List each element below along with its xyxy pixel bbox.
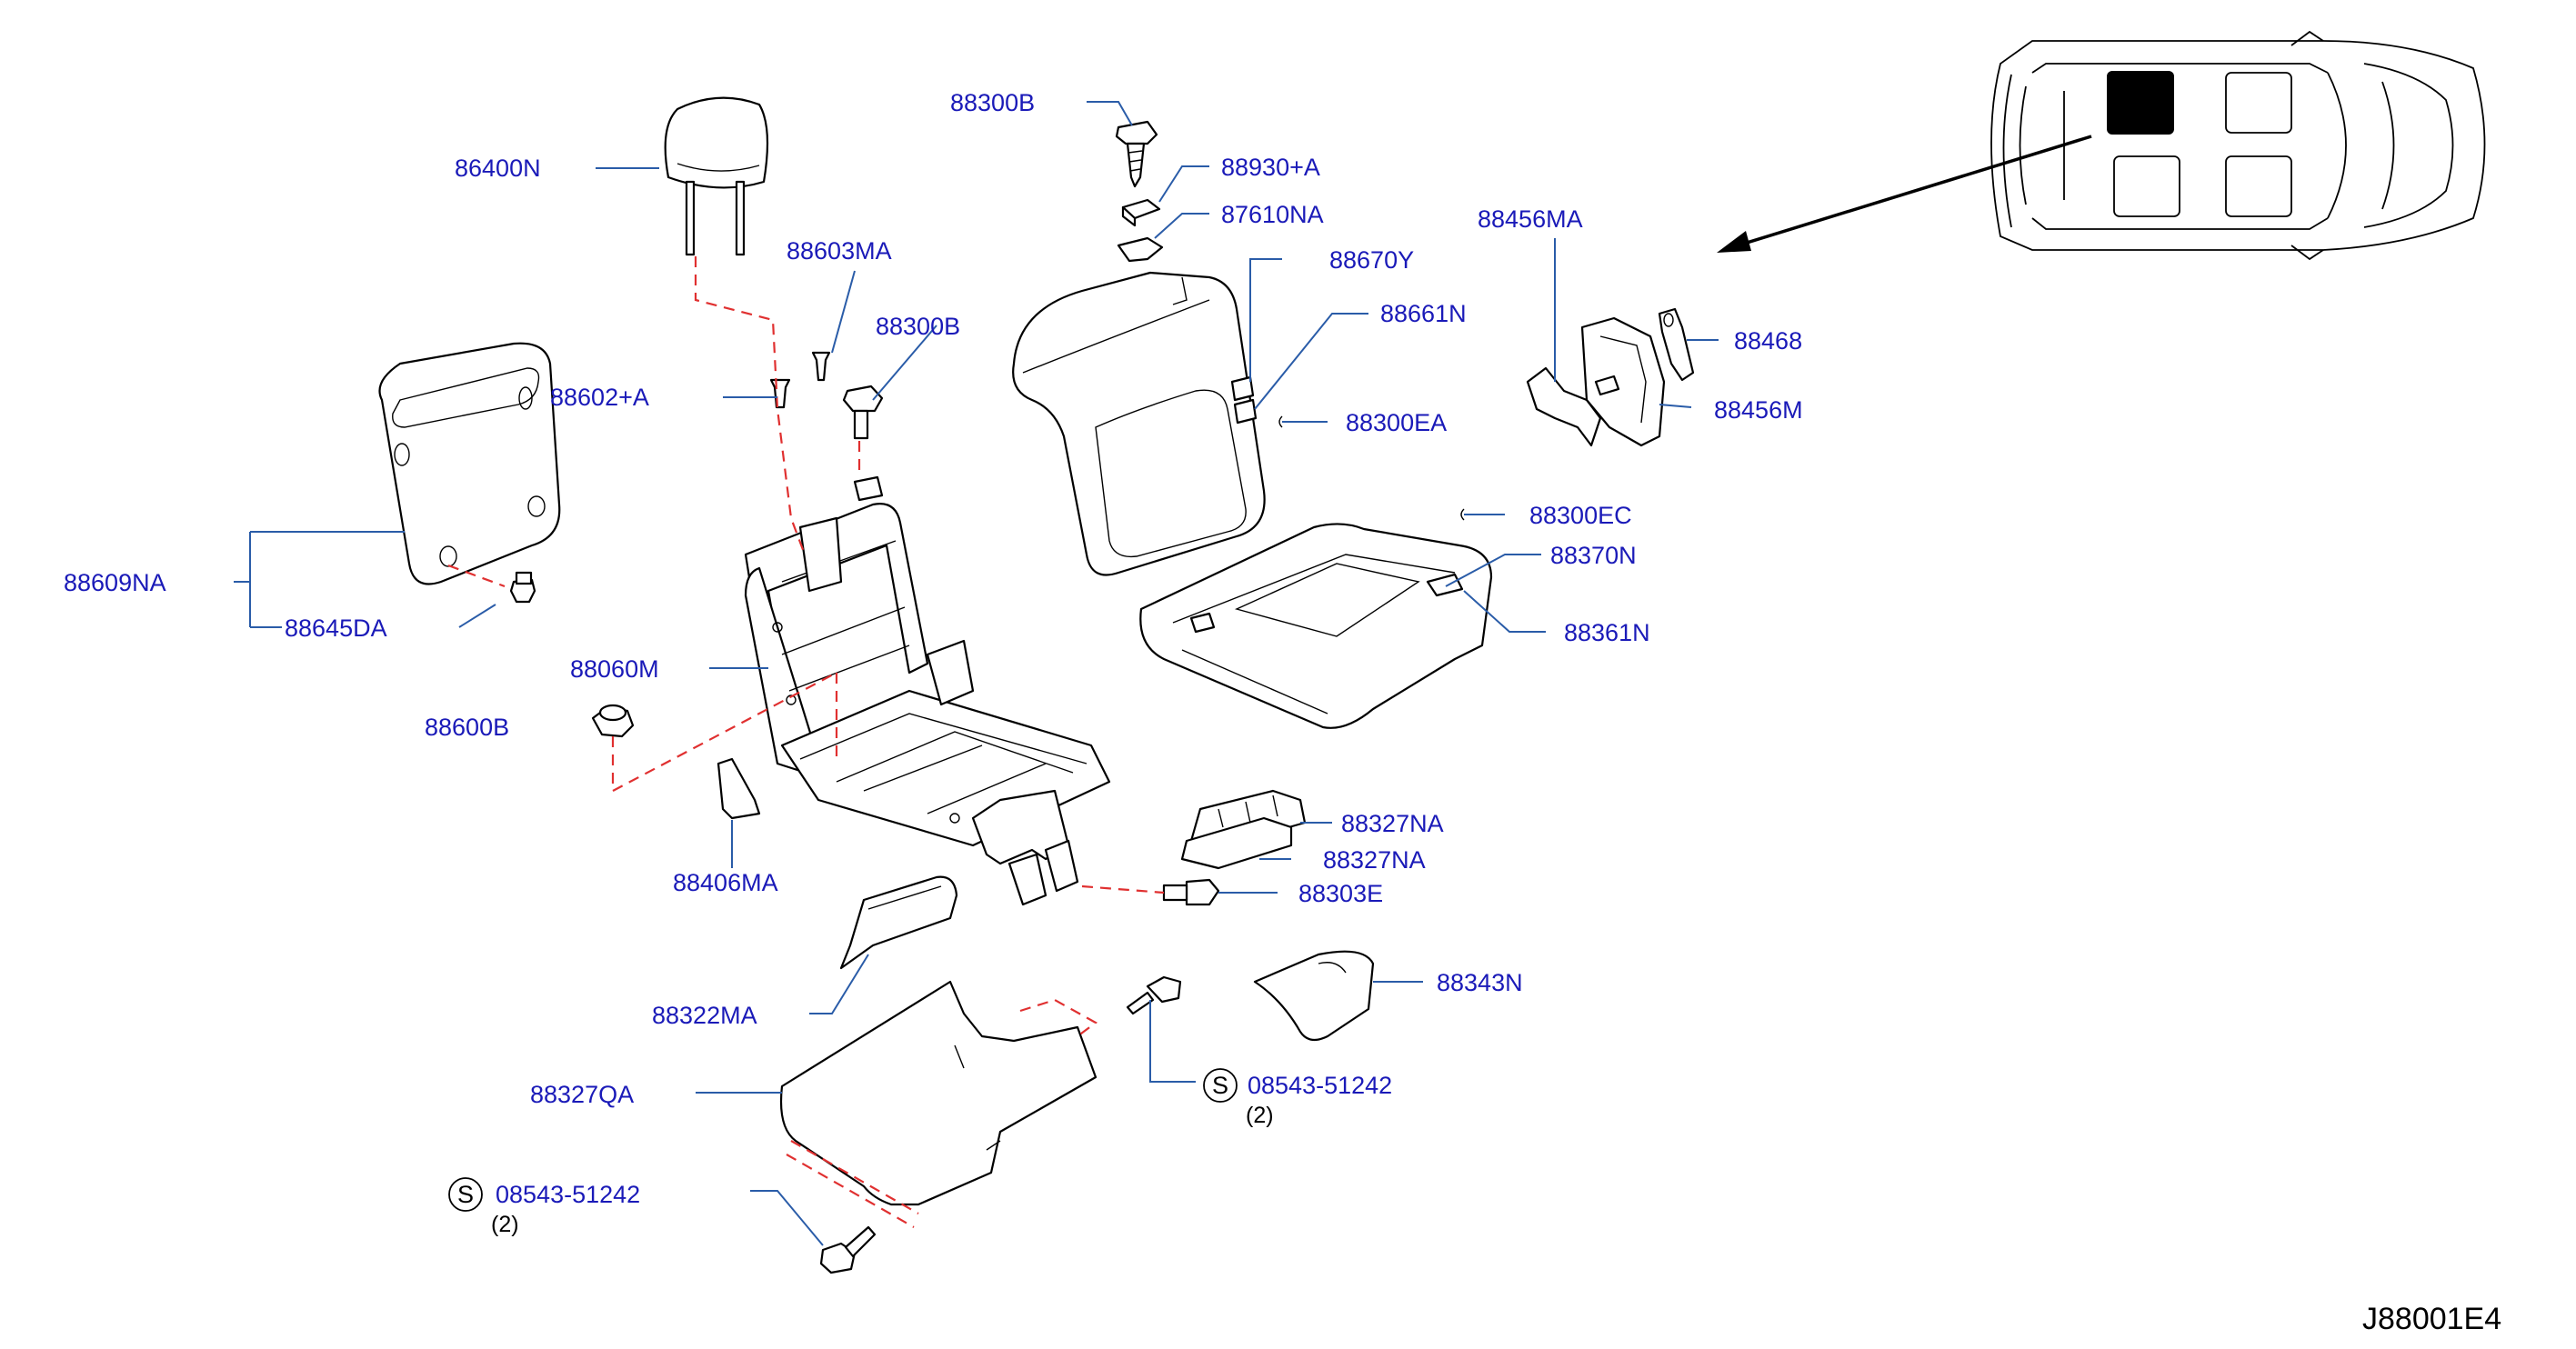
label-88327na-upper: 88327NA — [1341, 810, 1444, 837]
pin-88300ec-part — [1460, 508, 1465, 521]
label-88343n: 88343N — [1437, 969, 1523, 996]
seat-location-marker — [2107, 71, 2174, 135]
clip-88645da-part — [509, 571, 536, 604]
screw-symbol-upper: S — [1212, 1072, 1228, 1099]
label-88645da: 88645DA — [285, 615, 387, 642]
label-88930a: 88930+A — [1221, 154, 1320, 181]
assembly-lines — [447, 256, 1165, 1228]
label-88327qa: 88327QA — [530, 1081, 634, 1108]
seat-frame-part — [744, 475, 1111, 906]
screw-upper-part — [1126, 975, 1182, 1015]
screw-lower-part — [819, 1225, 877, 1274]
label-08543-51242-lower: 08543-51242 — [496, 1181, 640, 1208]
clip-88930a-part — [1121, 198, 1161, 227]
lower-cover-88327qa-part — [779, 980, 1098, 1206]
label-08543-51242-upper: 08543-51242 — [1248, 1072, 1392, 1099]
bolt-88300b-top-part — [1115, 120, 1158, 188]
bolt-88300b-mid-part — [842, 385, 884, 440]
label-88670y: 88670Y — [1329, 246, 1414, 274]
label-88609na: 88609NA — [64, 569, 166, 596]
pin-88300ea-part — [1278, 415, 1283, 428]
screw-callout-lower: S 08543-51242 (2) — [448, 1177, 640, 1237]
label-88406ma: 88406MA — [673, 869, 778, 896]
back-board-part — [378, 342, 561, 585]
label-88300b-mid: 88300B — [876, 313, 960, 340]
label-88300ec: 88300EC — [1529, 502, 1632, 529]
label-86400n: 86400N — [455, 155, 541, 182]
part-labels: 86400N 88603MA 88300B 88602+A 88609NA 88… — [64, 89, 1803, 1108]
seat-back-cushion-part — [1012, 271, 1266, 576]
label-88603ma: 88603MA — [787, 237, 892, 265]
cover-88322ma-part — [839, 875, 958, 970]
quantity-upper: (2) — [1246, 1103, 1274, 1128]
label-87610na: 87610NA — [1221, 201, 1324, 228]
side-cover-88343n-part — [1253, 950, 1375, 1042]
label-88327na-lower: 88327NA — [1323, 846, 1426, 874]
screw-symbol-lower: S — [457, 1181, 474, 1208]
label-88303e: 88303E — [1298, 880, 1383, 907]
label-88060m: 88060M — [570, 655, 659, 683]
label-88300ea: 88300EA — [1346, 409, 1447, 436]
locator-arrow — [1731, 135, 2092, 249]
label-88468: 88468 — [1734, 327, 1802, 355]
diagram-code: J88001E4 — [2362, 1302, 2501, 1336]
label-88456ma: 88456MA — [1478, 205, 1583, 233]
leader-lines — [234, 101, 1719, 1246]
label-88602a: 88602+A — [550, 384, 649, 411]
bolt-88303e-part — [1162, 878, 1220, 906]
seat-cushion-part — [1139, 523, 1493, 729]
screw-callout-upper: S 08543-51242 (2) — [1203, 1068, 1392, 1128]
label-88456m: 88456M — [1714, 396, 1803, 424]
vehicle-locator — [1717, 30, 2486, 261]
headrest-part — [664, 96, 769, 256]
label-88370n: 88370N — [1550, 542, 1637, 569]
lever-88468-part — [1658, 307, 1695, 382]
label-88661n: 88661N — [1380, 300, 1467, 327]
bracket-88406ma-part — [717, 757, 761, 820]
label-88300b-top: 88300B — [950, 89, 1035, 116]
label-88361n: 88361N — [1564, 619, 1650, 646]
trim-88456m-part — [1580, 316, 1666, 447]
label-88600b: 88600B — [425, 714, 509, 741]
pin-88602a-part — [769, 378, 791, 409]
pin-88603ma-part — [811, 351, 831, 382]
clip-87610na-part — [1117, 236, 1164, 263]
label-88322ma: 88322MA — [652, 1002, 757, 1029]
bracket-88327na-part — [1180, 789, 1307, 870]
nut-88600b-part — [591, 704, 635, 738]
quantity-lower: (2) — [491, 1212, 519, 1237]
